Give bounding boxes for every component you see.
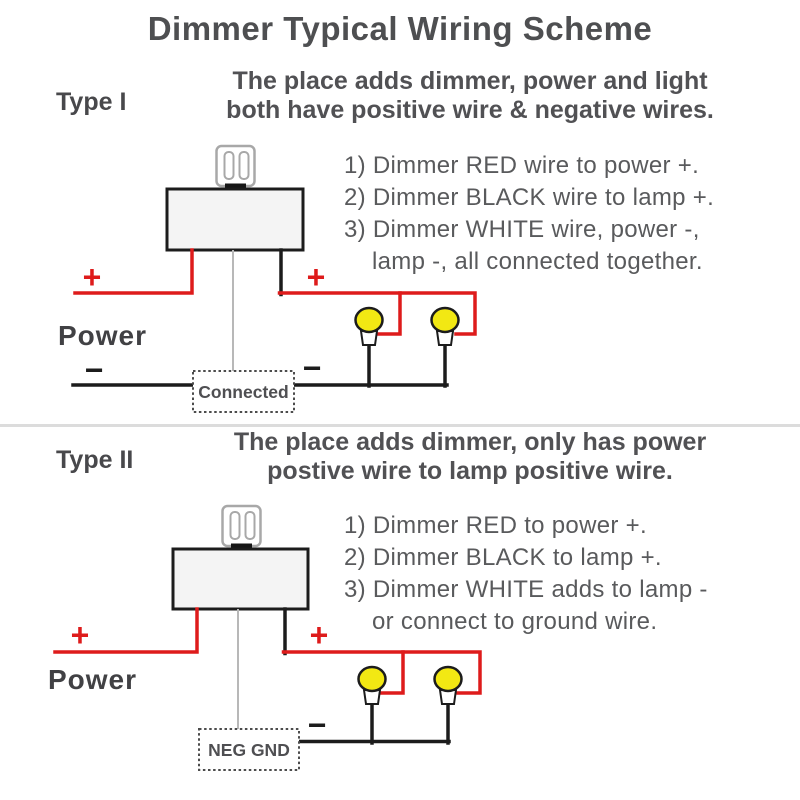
type2-subtitle-line2: postive wire to lamp positive wire. xyxy=(267,457,673,485)
lamp-bulb-icon xyxy=(430,306,460,388)
lamp-bulb-icon xyxy=(357,665,387,745)
lamp2-bulb xyxy=(430,306,460,334)
type1-step-3-cont: lamp -, all connected together. xyxy=(372,248,703,275)
knob-slot-icon xyxy=(238,151,250,180)
section-divider xyxy=(0,424,800,427)
type1-step-3: 3) Dimmer WHITE wire, power -, xyxy=(344,216,700,243)
minus-symbol-left: − xyxy=(85,352,104,388)
page-title: Dimmer Typical Wiring Scheme xyxy=(147,10,653,47)
type2-instructions: 1) Dimmer RED to power +. 2) Dimmer BLAC… xyxy=(344,510,708,638)
knob-slot-icon xyxy=(229,511,241,540)
plus-symbol-right: + xyxy=(310,617,329,653)
lamp2-bulb xyxy=(433,665,463,693)
red-wire-to-power xyxy=(53,607,199,654)
plus-symbol-left: + xyxy=(83,259,102,295)
knob-collar xyxy=(231,543,252,551)
red-wire-to-lamp2 xyxy=(281,650,482,695)
type2-step-1: 1) Dimmer RED to power +. xyxy=(344,512,647,539)
dimmer-box xyxy=(171,547,310,611)
connected-junction-box xyxy=(192,370,295,413)
minus-symbol-right: − xyxy=(303,350,322,386)
type2-step-2: 2) Dimmer BLACK to lamp +. xyxy=(344,544,662,571)
lamp1-bulb xyxy=(354,306,384,334)
type2-step-3-cont: or connect to ground wire. xyxy=(372,608,658,635)
neg-gnd-junction-box xyxy=(198,728,300,771)
type1-step-1: 1) Dimmer RED wire to power +. xyxy=(344,152,700,179)
type2-subtitle: The place adds dimmer, only has power po… xyxy=(170,428,770,486)
power-label: Power xyxy=(48,664,137,695)
red-wire-to-lamp1 xyxy=(376,291,402,336)
junction-label: NEG GND xyxy=(208,740,290,760)
type1-subtitle-line2: both have positive wire & negative wires… xyxy=(226,96,714,124)
type1-step-2: 2) Dimmer BLACK wire to lamp +. xyxy=(344,184,715,211)
power-label: Power xyxy=(58,320,147,351)
dimmer-box xyxy=(165,187,305,252)
type1-subtitle-line1: The place adds dimmer, power and light xyxy=(232,67,708,95)
red-wire-to-power xyxy=(73,248,194,295)
knob-slot-icon xyxy=(244,511,256,540)
type2-label: Type II xyxy=(56,446,134,474)
type2-subtitle-line1: The place adds dimmer, only has power xyxy=(233,428,707,456)
type1-instructions: 1) Dimmer RED wire to power +. 2) Dimmer… xyxy=(344,150,714,278)
plus-symbol-left: + xyxy=(71,617,90,653)
type1-subtitle: The place adds dimmer, power and light b… xyxy=(170,67,770,125)
type1-wiring-diagram: Connected + + − − Power xyxy=(58,144,477,413)
knob-collar xyxy=(225,183,246,191)
dimmer-unit xyxy=(171,504,310,611)
lamp-bulb-icon xyxy=(354,306,384,388)
red-wire-to-lamp1 xyxy=(379,650,405,695)
lamp-bulb-icon xyxy=(433,665,463,745)
junction-label: Connected xyxy=(198,382,288,402)
knob-slot-icon xyxy=(223,151,235,180)
lamp1-bulb xyxy=(357,665,387,693)
type2-wiring-diagram: NEG GND + + − Power xyxy=(48,504,482,771)
dimmer-unit xyxy=(165,144,305,252)
type1-label: Type I xyxy=(56,88,127,116)
minus-symbol-right: − xyxy=(308,707,327,743)
plus-symbol-right: + xyxy=(307,259,326,295)
red-wire-to-lamp2 xyxy=(277,291,477,336)
type2-step-3: 3) Dimmer WHITE adds to lamp - xyxy=(344,576,708,603)
